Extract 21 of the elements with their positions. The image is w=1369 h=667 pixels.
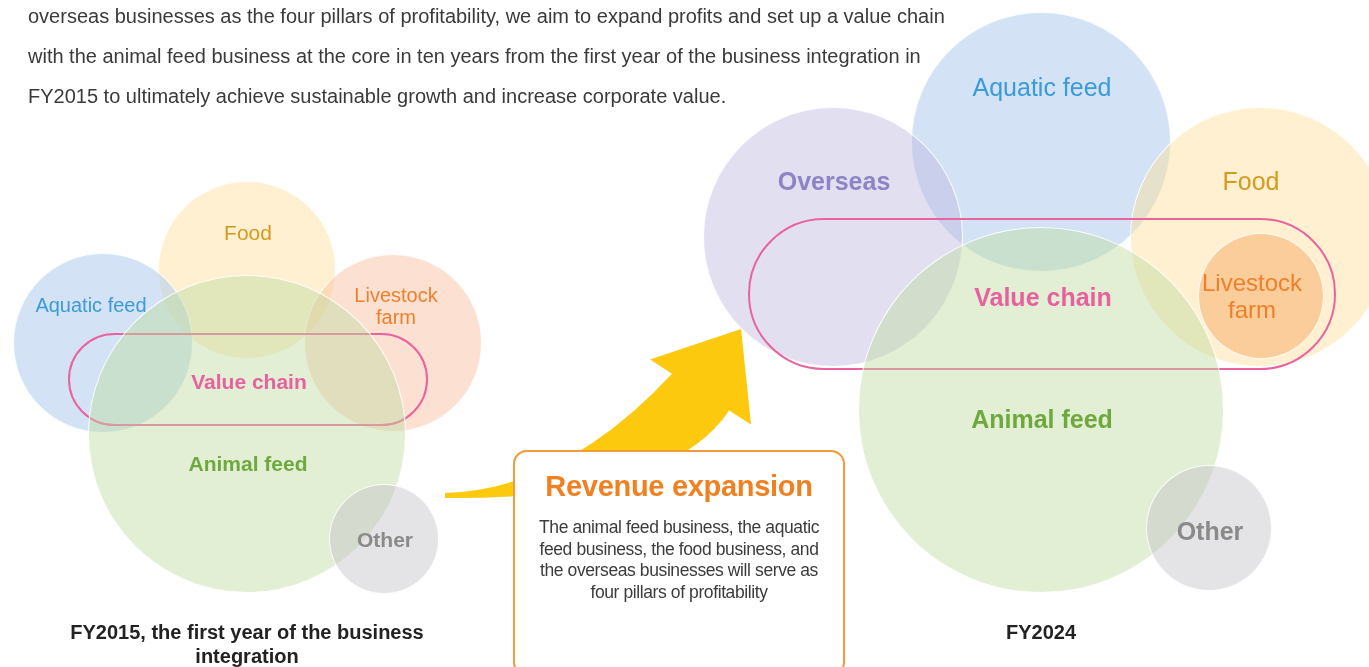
value-chain-outline bbox=[68, 333, 428, 426]
diagram-caption: FY2024 bbox=[1004, 620, 1078, 644]
circle-label: Food bbox=[1221, 167, 1281, 195]
value-chain-label: Value chain bbox=[190, 370, 308, 394]
diagram-caption: FY2015, the first year of the business integration bbox=[69, 620, 425, 667]
card-description: The animal feed business, the aquatic feed business, the food business, and the overseas businesses will serve as four pillars of profitability bbox=[538, 517, 820, 604]
circle-label: Food bbox=[223, 221, 273, 245]
intro-paragraph: overseas businesses as the four pillars of profitability, we aim to expand profits and set up a value chain with the animal feed business at the core in ten years from the first year of the business integration in FY2015 to ultimately achieve sustainable growth and increase corporate value. bbox=[28, 4, 946, 109]
circle-label: Aquatic feed bbox=[971, 73, 1113, 101]
circle-label: Livestock farm bbox=[1200, 270, 1303, 324]
card-heading: Revenue expansion bbox=[545, 470, 813, 503]
value-chain-outline bbox=[748, 218, 1336, 370]
circle-label: Other bbox=[1175, 517, 1245, 545]
circle-label: Overseas bbox=[776, 167, 892, 195]
callout-card bbox=[513, 450, 845, 667]
circle-label: Livestock farm bbox=[353, 283, 439, 329]
circle-label: Aquatic feed bbox=[34, 293, 148, 317]
circle-label: Animal feed bbox=[970, 405, 1114, 433]
value-chain-label: Value chain bbox=[973, 283, 1113, 311]
circle-label: Animal feed bbox=[187, 452, 309, 476]
circle-label: Other bbox=[356, 528, 414, 552]
